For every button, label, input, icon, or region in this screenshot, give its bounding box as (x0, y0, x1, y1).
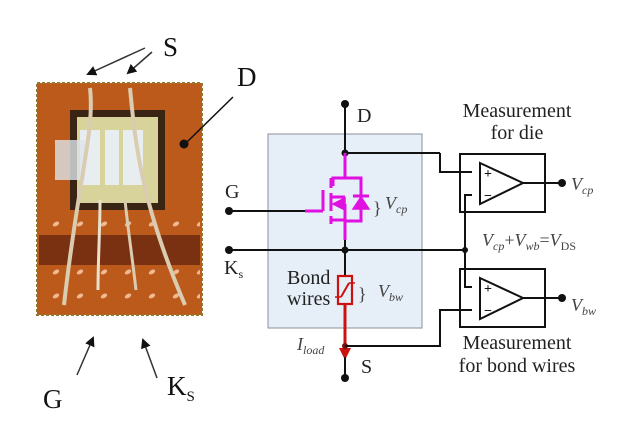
bond-measurement-block: + − Vbw Measurement for bond wires (459, 268, 596, 377)
iload-label: Iload (296, 334, 325, 357)
voltage-equation: Vcp+Vwb=VDS (482, 230, 576, 253)
photo-bond-wire (96, 199, 102, 291)
ks-to-die-minus (464, 194, 472, 250)
bond-amp-plus: + (484, 282, 492, 297)
arrow-g (76, 336, 95, 376)
bond-amp-output-terminal (558, 294, 566, 302)
label-g-photo: G (43, 384, 63, 414)
pad-dots-bottom (39, 265, 200, 313)
bond-measurement-title-2: for bond wires (459, 355, 576, 377)
node-d-label: D (357, 105, 371, 127)
bond-measurement-title-1: Measurement (463, 332, 572, 354)
drain-sense-to-die-plus (439, 153, 472, 173)
die-metal-mid (105, 130, 119, 185)
die-amp-output-label: Vcp (571, 174, 593, 197)
label-s: S (163, 32, 178, 62)
bond-label-line1: Bond (287, 267, 330, 289)
die-measurement-title-2: for die (491, 122, 544, 144)
label-d: D (237, 62, 257, 92)
die-opamp-symbol (479, 161, 526, 206)
equation-text: Vcp+Vwb=VDS (482, 230, 576, 253)
pad-dots-top (39, 210, 200, 235)
photo-bond-wire (128, 87, 187, 306)
source-terminal (341, 374, 349, 382)
die-measurement-title-1: Measurement (463, 100, 572, 122)
leader-d-dot (179, 139, 189, 149)
bond-amp-minus: − (484, 304, 492, 319)
node-s-label: S (361, 356, 372, 378)
dark-copper-band (39, 235, 200, 265)
vbw-label-bond: Vbw (378, 281, 403, 304)
kelvin-junction (341, 246, 349, 254)
node-g-label: G (225, 181, 239, 203)
source-sense-to-bond-minus (345, 309, 472, 347)
leader-d (186, 96, 234, 143)
vcp-brace: } (373, 198, 382, 218)
mosfet-symbol (305, 153, 371, 240)
bond-label-line2: wires (287, 288, 331, 310)
arrow-s-1 (86, 47, 146, 76)
vbw-brace: } (358, 284, 367, 304)
photo-annotations: S D G KS (43, 32, 257, 414)
circuit-schematic: D } Vcp G Ks (224, 100, 472, 382)
photo-bond-wire (62, 87, 93, 306)
drain-terminal (341, 100, 349, 108)
die-measurement-block: Measurement for die + − Vcp (459, 100, 593, 213)
bond-amp-output-label: Vbw (571, 295, 596, 318)
ks-to-bond-plus (464, 250, 472, 288)
die-amp-plus: + (484, 167, 492, 182)
arrow-s-2 (126, 51, 153, 75)
die-amp-minus: − (484, 189, 492, 204)
label-ks-photo: KS (167, 371, 195, 405)
node-ks-label: Ks (224, 257, 243, 281)
bond-opamp-symbol (479, 276, 526, 321)
die-glare (55, 140, 85, 180)
arrow-ks (141, 338, 158, 379)
module-photo (36, 82, 203, 316)
die-amp-output-terminal (558, 179, 566, 187)
vcp-label-die: Vcp (385, 193, 407, 216)
photo-bond-wire (123, 199, 138, 291)
